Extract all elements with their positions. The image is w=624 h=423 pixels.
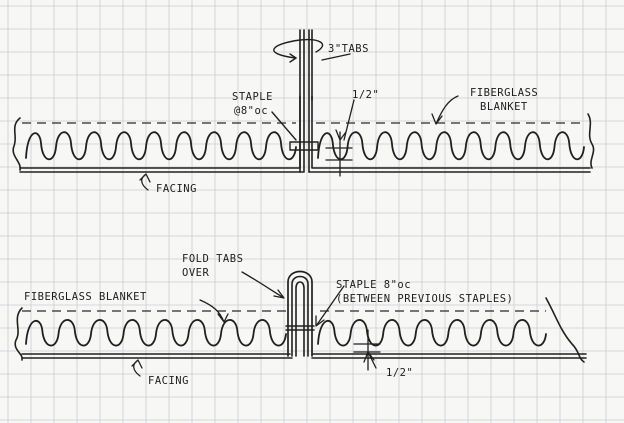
bottom-facing-label: FACING: [148, 375, 189, 387]
bottom-facing-left: [21, 353, 293, 359]
bottom-half-inch-dimension: [353, 329, 381, 371]
top-fiberglass-wave-right: [317, 131, 585, 161]
top-right-break-line: [587, 113, 595, 169]
fold-tab-inner: [295, 281, 305, 357]
top-upright-tabs: [299, 29, 313, 173]
fold-tab-outer: [287, 270, 313, 357]
top-staple-label-line2: @8"oc: [234, 105, 268, 117]
tabs-arrow-curl: [273, 38, 324, 59]
bottom-half-inch-label: 1/2": [386, 367, 413, 379]
top-facing-leader: [139, 173, 151, 191]
top-left-break-line: [12, 117, 21, 171]
top-fiberglass-wave-left: [25, 131, 297, 161]
tabs-leader: [289, 53, 351, 63]
top-fiberglass-leader: [431, 95, 459, 125]
fold-tabs-label-line1: FOLD TABS: [182, 253, 243, 265]
top-staple-leader: [271, 111, 319, 151]
top-half-inch-dimension: [325, 99, 355, 177]
top-facing-label: FACING: [156, 183, 197, 195]
top-facing-right: [308, 95, 591, 173]
tabs-label: 3"TABS: [328, 43, 369, 55]
bottom-fiberglass-wave-right: [317, 319, 547, 347]
bottom-fiberglass-wave-left: [25, 319, 287, 347]
fold-tabs-leader: [241, 271, 285, 299]
bottom-fiberglass-leader: [199, 299, 229, 323]
bottom-detail: FOLD TABS OVER STAPLE 8"oc (BETWEEN PREV…: [14, 253, 587, 387]
bottom-left-break-line: [14, 307, 23, 361]
top-fiberglass-label-line2: BLANKET: [480, 101, 528, 113]
bottom-staple-leader: [315, 285, 345, 327]
top-detail: 3"TABS STAPLE @8"oc 1/2" FIBERGLASS BLAN…: [12, 29, 595, 195]
bottom-facing-leader: [131, 359, 143, 377]
top-staple-label-line1: STAPLE: [232, 91, 273, 103]
bottom-staple-label-line2: (BETWEEN PREVIOUS STAPLES): [336, 293, 513, 305]
bottom-fiberglass-label: FIBERGLASS BLANKET: [24, 291, 147, 303]
bottom-facing-right: [311, 353, 587, 359]
top-half-inch-label: 1/2": [352, 89, 379, 101]
top-fiberglass-label-line1: FIBERGLASS: [470, 87, 538, 99]
fold-tabs-label-line2: OVER: [182, 267, 209, 279]
bottom-staple: [285, 325, 315, 331]
bottom-right-break-line: [545, 297, 585, 363]
bottom-staple-label-line1: STAPLE 8"oc: [336, 279, 411, 291]
fold-tab-middle: [291, 275, 309, 357]
